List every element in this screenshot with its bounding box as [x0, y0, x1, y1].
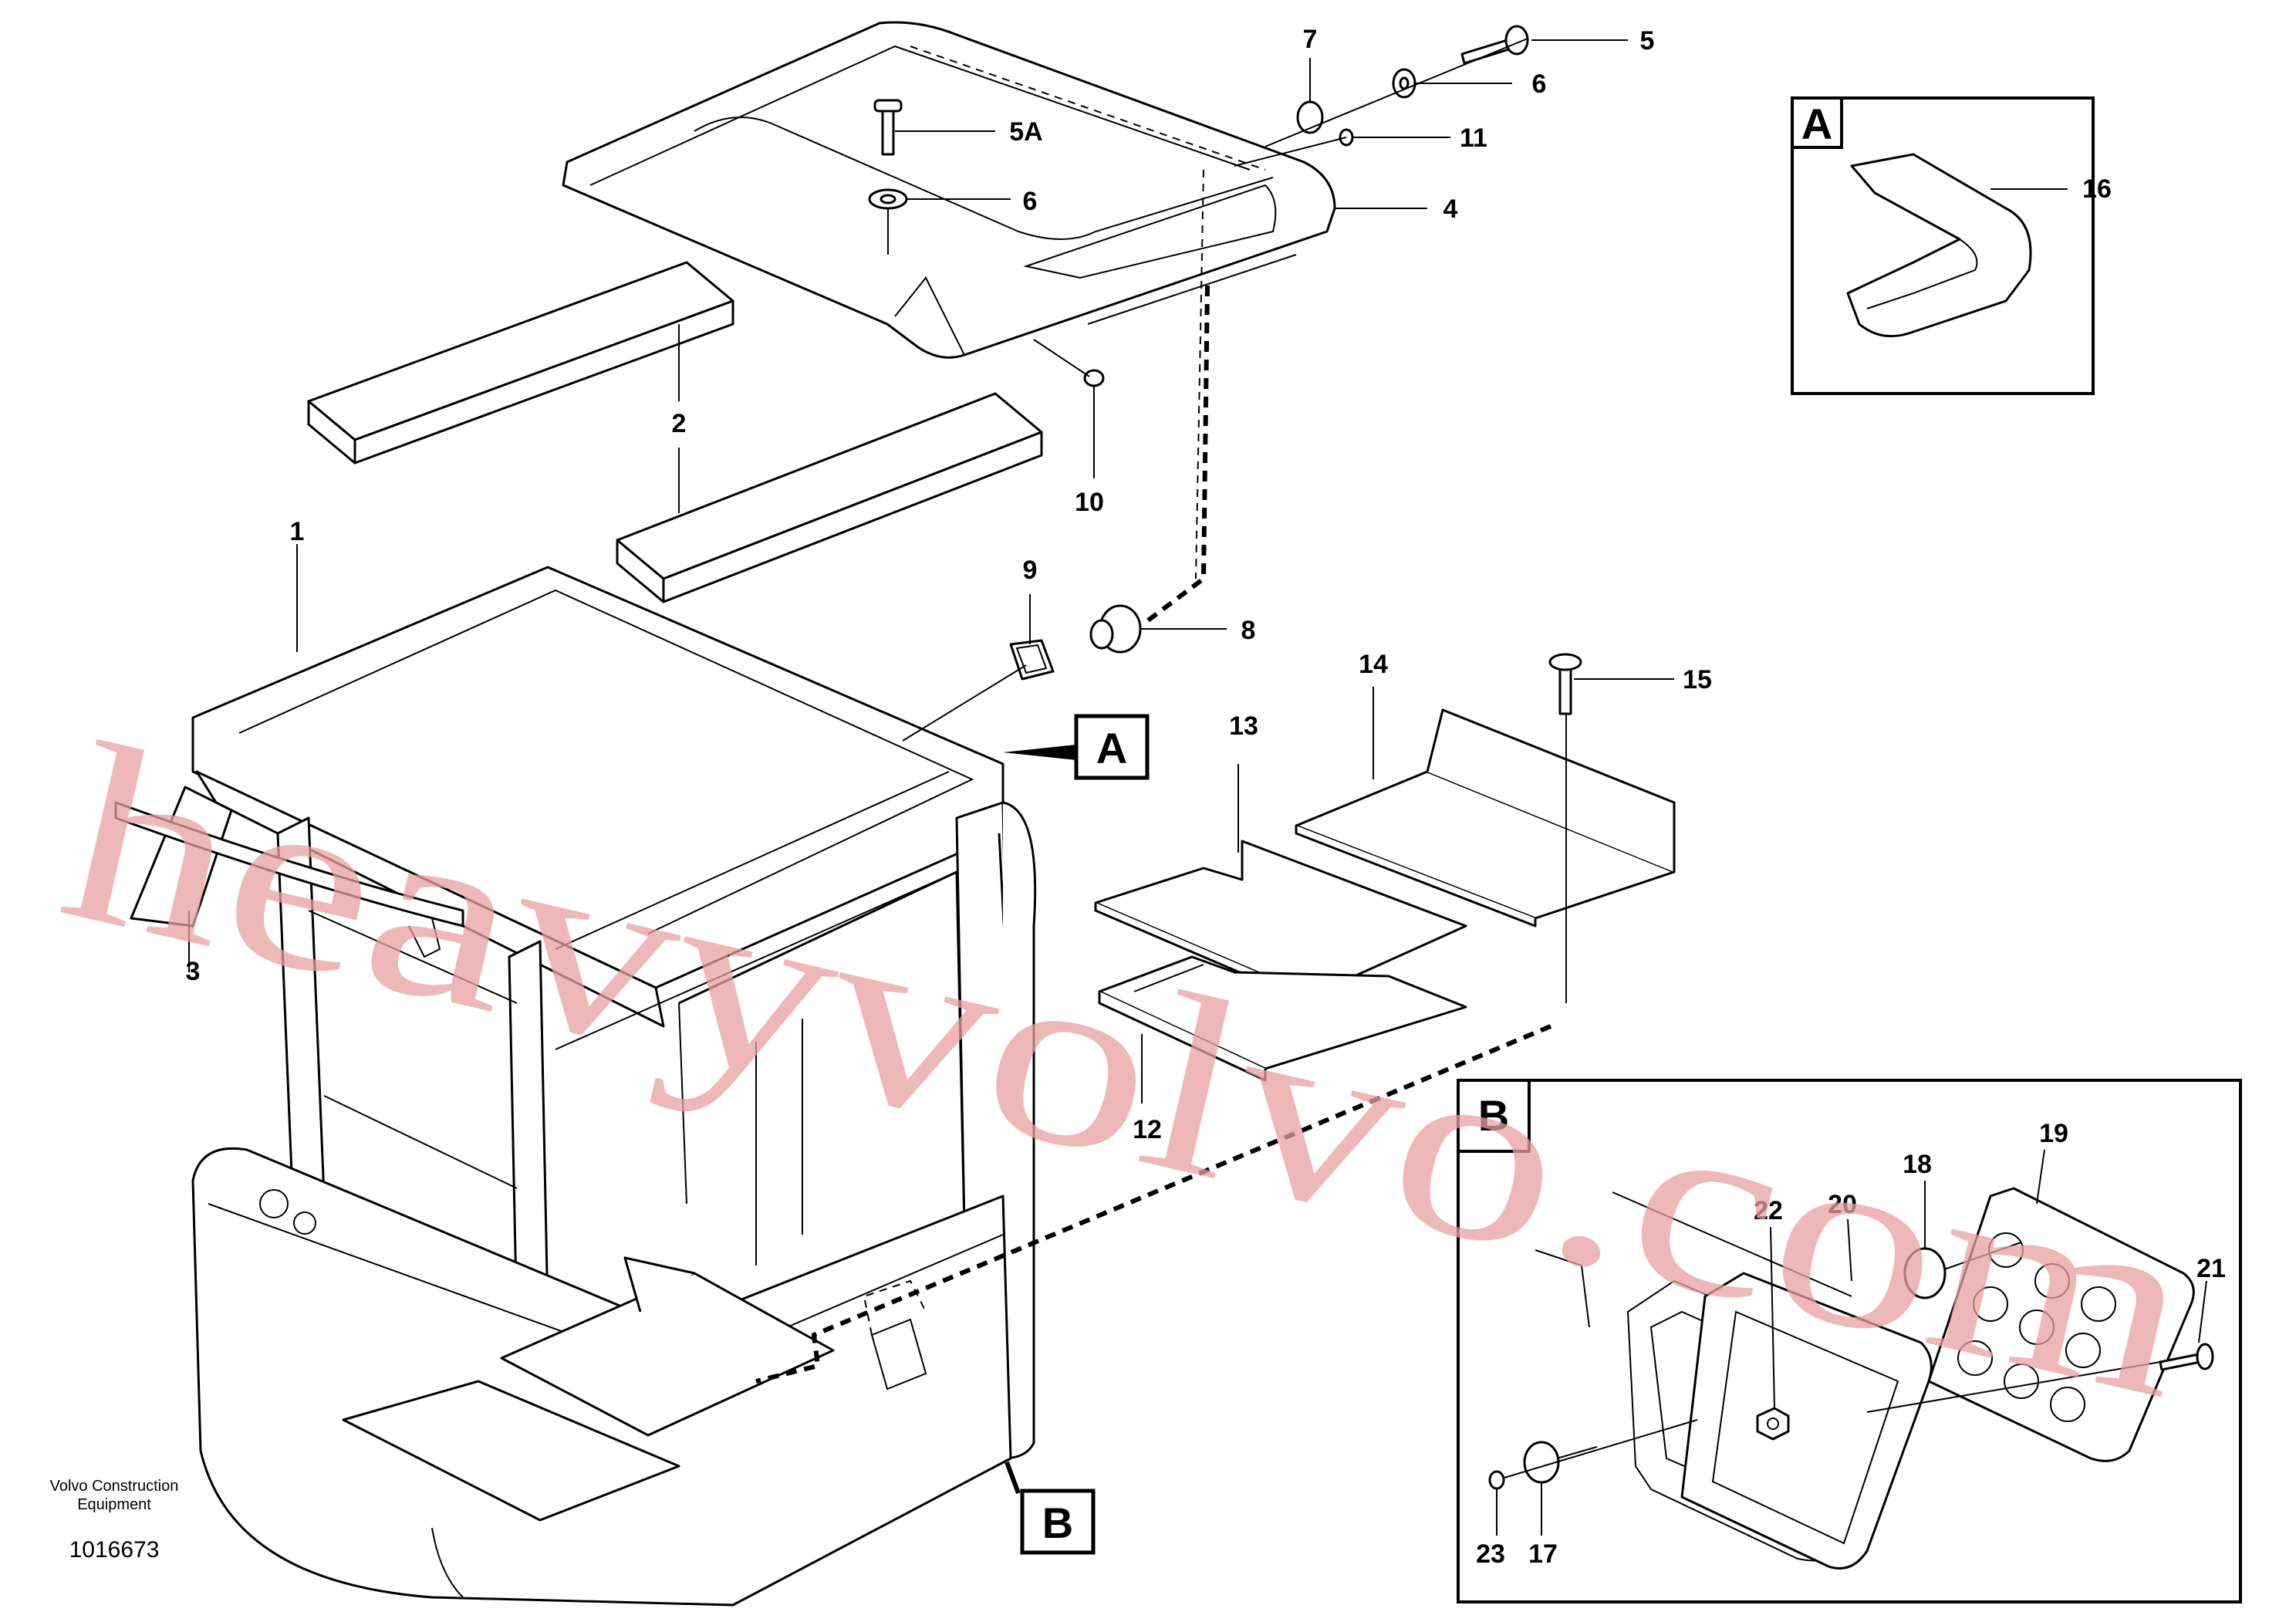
- callout-6-top: 6: [1532, 69, 1547, 99]
- callout-13: 13: [1229, 711, 1258, 741]
- insulation-pad-lower: [616, 392, 1043, 603]
- cab-frame-part: [130, 566, 1037, 1460]
- callout-1: 1: [290, 517, 305, 546]
- seal-strip-3-part: [114, 801, 464, 958]
- insulation-pad-upper: [307, 261, 734, 465]
- floor-mat-14-part: [1295, 708, 1676, 928]
- callout-16: 16: [2082, 174, 2112, 204]
- screw-15-part: [1548, 653, 1582, 1003]
- callout-3: 3: [186, 957, 201, 986]
- callout-6-mid: 6: [1023, 187, 1038, 216]
- company-line-2: Equipment: [77, 1496, 151, 1513]
- callout-10: 10: [1075, 488, 1104, 517]
- section-A-pointer-label: A: [1096, 724, 1127, 772]
- section-A-pointer: A: [1003, 714, 1150, 780]
- callout-23: 23: [1476, 1539, 1505, 1569]
- gasket-20-part: [1680, 1272, 1933, 1570]
- callout-5A: 5A: [1009, 117, 1042, 147]
- company-line-1: Volvo Construction: [50, 1478, 179, 1495]
- callout-19: 19: [2039, 1119, 2068, 1148]
- damper-8-part: [1089, 604, 1142, 654]
- callout-11: 11: [1460, 123, 1487, 153]
- callout-numbers: 1 2 3 4 5 5A 6 6 7 8 9 10 11 12 13 14 15…: [186, 25, 2226, 1569]
- roof-cover-part: [562, 21, 1336, 359]
- callout-9: 9: [1023, 556, 1038, 585]
- callout-5: 5: [1640, 26, 1655, 56]
- screw-21-part: [2159, 1343, 2214, 1371]
- callout-12: 12: [1133, 1115, 1162, 1144]
- callout-14: 14: [1359, 650, 1388, 679]
- plate-19-part: [1927, 1187, 2195, 1462]
- plug-10-part: [1033, 339, 1105, 387]
- callout-22: 22: [1754, 1196, 1783, 1225]
- callout-4: 4: [1443, 194, 1458, 224]
- callout-18: 18: [1903, 1150, 1932, 1179]
- callout-17: 17: [1528, 1539, 1558, 1569]
- detail-B-box: [1457, 1079, 2242, 1603]
- cab-lower-body-part: [191, 1147, 1012, 1607]
- nut-22-part: [1756, 1407, 1790, 1441]
- duct-16-part: [1846, 153, 2032, 338]
- screw-5-part: [1460, 25, 1529, 65]
- detail-A-box: [1791, 96, 2095, 395]
- screw-5A-part: [868, 99, 908, 255]
- drawing-number: 1016673: [69, 1537, 160, 1563]
- callout-leaders: [188, 39, 2207, 1536]
- knob-17-part: [1523, 1441, 1598, 1484]
- callout-15: 15: [1683, 665, 1712, 694]
- callout-8: 8: [1241, 616, 1256, 645]
- floor-mat-12-part: [1098, 955, 1467, 1082]
- callout-7: 7: [1303, 25, 1318, 54]
- section-B-pointer-label: B: [1042, 1499, 1073, 1547]
- section-B-pointer: B: [1004, 1461, 1096, 1555]
- callout-21: 21: [2196, 1254, 2226, 1283]
- detail-B-label: B: [1478, 1091, 1509, 1140]
- bracket-9-part: [1009, 639, 1055, 681]
- callout-2: 2: [672, 409, 687, 438]
- callout-20: 20: [1828, 1190, 1857, 1219]
- detail-A-label: A: [1801, 100, 1832, 148]
- washer-23-part: [1488, 1470, 1505, 1490]
